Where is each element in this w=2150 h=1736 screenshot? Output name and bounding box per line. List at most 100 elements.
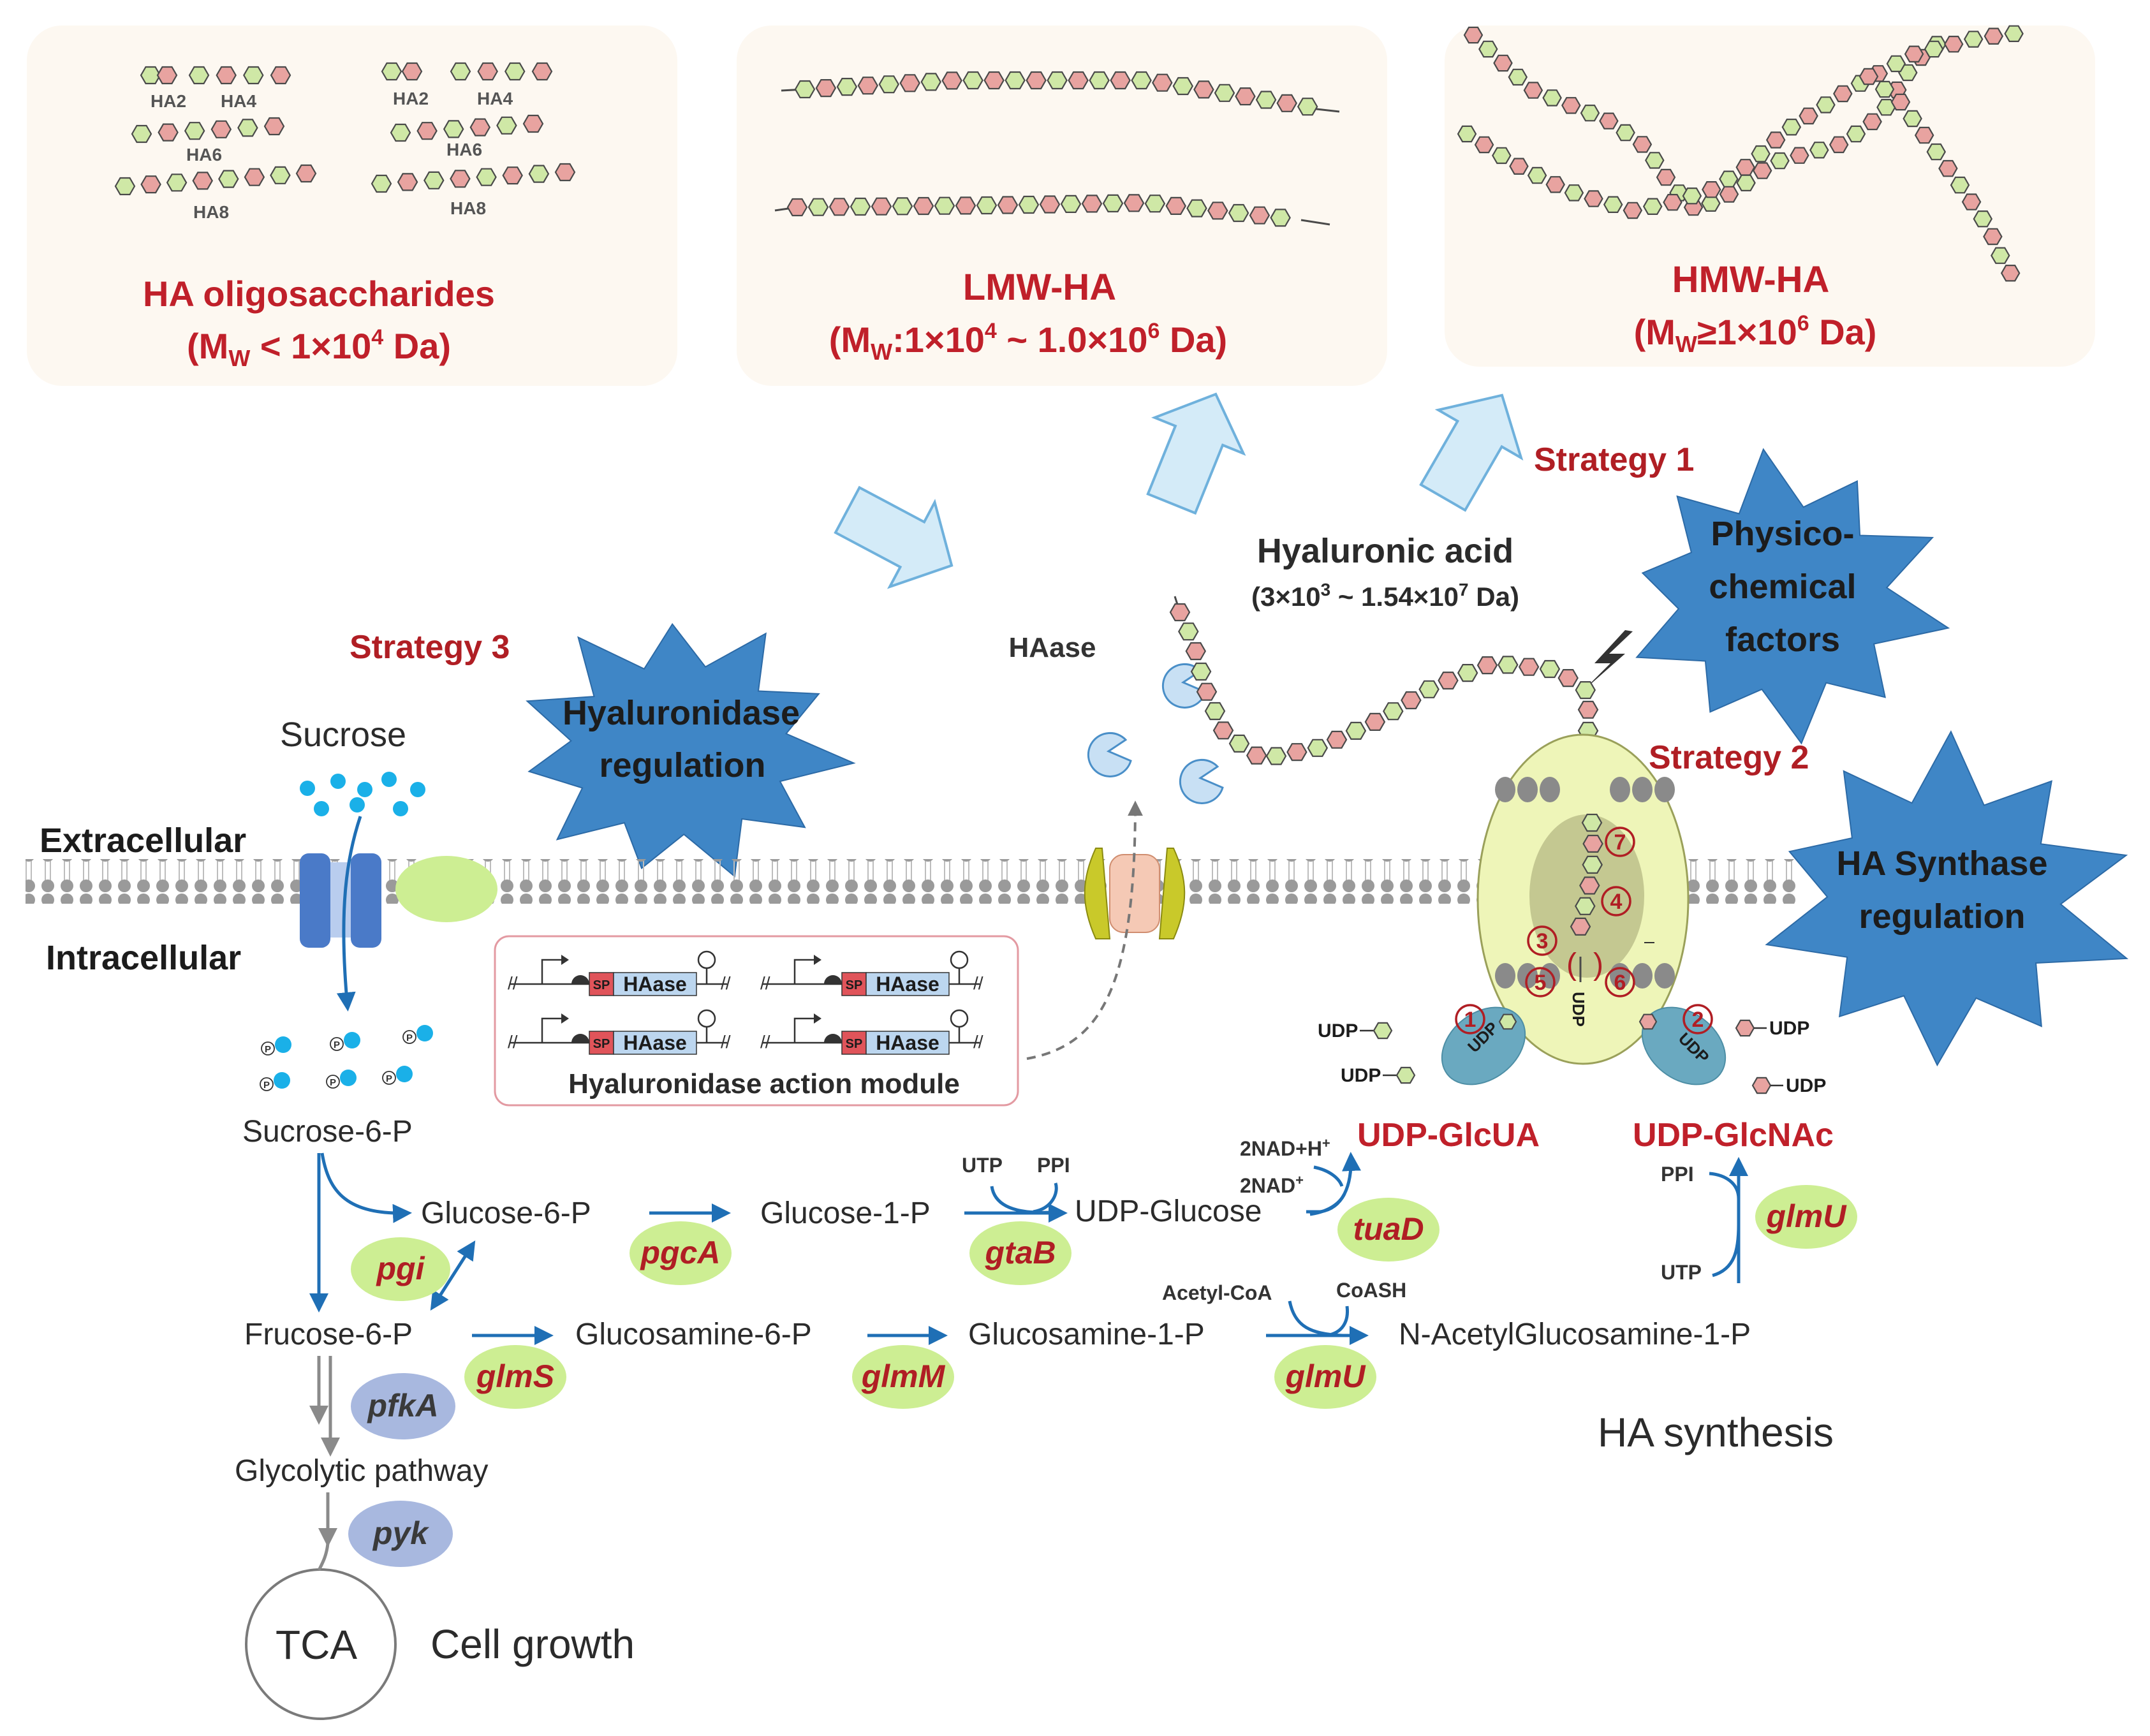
oligo-label: HA8 xyxy=(450,198,486,218)
haase-gene-label: HAase xyxy=(876,973,939,996)
haase-enzyme xyxy=(1161,663,1207,709)
intracellular-label: Intracellular xyxy=(46,939,241,977)
glcnac-unit xyxy=(1735,1019,1755,1037)
glcnac-unit xyxy=(1983,228,2003,246)
glcua-unit xyxy=(1270,209,1291,227)
haase-gene xyxy=(865,972,950,996)
glcnac-unit xyxy=(416,122,438,140)
svg-text:glmU: glmU xyxy=(1766,1198,1848,1234)
gene-sacP xyxy=(395,856,497,922)
glcua-unit xyxy=(878,75,900,94)
lipid-head xyxy=(1654,963,1675,989)
strategy-3-label: Strategy 3 xyxy=(350,629,510,666)
arrow-nad xyxy=(1313,1165,1344,1187)
glcnac-unit xyxy=(1207,202,1228,220)
glcua-unit xyxy=(1498,656,1519,674)
glcnac-unit xyxy=(1026,71,1047,90)
ha-range: (3×103 ~ 1.54×107 Da) xyxy=(1251,580,1519,612)
glcua-unit xyxy=(114,177,136,196)
haase-gene xyxy=(613,972,697,996)
arrow-udpglc-glcua xyxy=(1306,1152,1361,1214)
glcua-unit xyxy=(1089,71,1110,90)
tca-label: TCA xyxy=(276,1622,357,1668)
glcnac-unit xyxy=(1401,691,1422,710)
glcnac-unit xyxy=(1235,87,1256,106)
glcnac-unit xyxy=(1582,834,1603,853)
arrow-coash-out xyxy=(1326,1306,1350,1337)
oligo-title: HA oligosaccharides xyxy=(143,274,495,314)
strategy-2-label: Strategy 2 xyxy=(1649,739,1809,776)
step-number: 2 xyxy=(1692,1008,1704,1032)
glcua-unit xyxy=(962,71,983,90)
cell-growth-label: Cell growth xyxy=(431,1621,635,1667)
glcua-unit xyxy=(1478,40,1498,58)
glcnac-unit xyxy=(1326,730,1348,749)
glcua-unit xyxy=(1603,196,1623,213)
glcnac-unit xyxy=(1943,35,1964,53)
glcnac-unit xyxy=(1185,642,1207,661)
sucrose-molecule xyxy=(314,801,329,816)
glcnac-unit xyxy=(1638,1013,1658,1030)
burst-2-line: HA Synthase xyxy=(1836,844,2047,883)
glcua-unit xyxy=(850,197,871,216)
glcua-unit xyxy=(1255,91,1277,109)
glcua-unit xyxy=(1575,680,1596,700)
glcnac-unit xyxy=(469,118,491,136)
svg-text:UDP: UDP xyxy=(1318,1020,1358,1041)
udp-sugar: UDP xyxy=(1751,1075,1826,1096)
step-circle xyxy=(1525,967,1556,997)
glcua-unit xyxy=(1581,813,1603,832)
glcua-unit xyxy=(1373,1022,1393,1040)
haase-gene-label: HAase xyxy=(623,1031,687,1054)
glcnac-unit xyxy=(983,71,1005,90)
gene-pgcA: pgcA xyxy=(630,1221,732,1285)
pathway-arrows xyxy=(309,1152,1748,1345)
glcnac-unit xyxy=(1859,68,1879,85)
glcnac-unit xyxy=(1829,136,1849,154)
glcnac-unit xyxy=(1914,126,1934,144)
rbs-icon xyxy=(571,1034,589,1043)
haase-export-channel xyxy=(1084,848,1186,939)
glcnac-unit xyxy=(477,62,498,81)
glcnac-unit xyxy=(158,123,179,142)
glcua-unit xyxy=(1898,64,1918,82)
glcua-unit xyxy=(166,173,188,192)
glcua-unit xyxy=(1816,96,1836,114)
bracket-right: ) xyxy=(1593,948,1603,982)
step-circle xyxy=(1455,1004,1485,1034)
glcnac-unit xyxy=(1599,112,1619,129)
secretion-arrow xyxy=(1026,800,1143,1060)
svg-text:pgcA: pgcA xyxy=(640,1235,721,1270)
oligo-chains xyxy=(114,62,576,196)
fructose6p-label: Frucose-6-P xyxy=(244,1318,413,1351)
glcnac-unit xyxy=(1862,113,1882,131)
glcua-unit xyxy=(1903,110,1922,128)
glcnac-unit xyxy=(1246,746,1267,765)
glcnac-unit xyxy=(997,196,1019,214)
glcnac-unit xyxy=(871,197,892,216)
gene-glmM: glmM xyxy=(852,1345,954,1409)
glcua-unit xyxy=(1886,55,1906,73)
glcnac-unit xyxy=(828,198,850,216)
glycolytic-label: Glycolytic pathway xyxy=(235,1454,488,1488)
glcnac-unit xyxy=(210,120,232,138)
utp-label: UTP xyxy=(962,1154,1003,1177)
glcnac-unit xyxy=(1081,195,1103,213)
signal-peptide xyxy=(841,1031,867,1055)
lmw-title: LMW-HA xyxy=(963,267,1116,308)
sucrose-6p-molecule: P xyxy=(326,1070,357,1089)
glcua-unit xyxy=(390,123,411,142)
glcnac-unit xyxy=(1123,194,1145,212)
svg-text:pgi: pgi xyxy=(376,1251,425,1286)
glcua-unit xyxy=(1846,125,1866,143)
glcnac-unit xyxy=(1577,700,1599,719)
haase-gene-label: HAase xyxy=(623,973,687,996)
gene-pgi: pgi xyxy=(351,1237,450,1301)
glcua-unit xyxy=(1418,680,1439,698)
glcnac-unit xyxy=(1476,656,1498,675)
arrow-utp2-in xyxy=(1712,1224,1741,1277)
glcnac-unit xyxy=(1474,136,1494,154)
lipid-head xyxy=(1495,777,1515,802)
glcnac-unit xyxy=(397,173,418,191)
